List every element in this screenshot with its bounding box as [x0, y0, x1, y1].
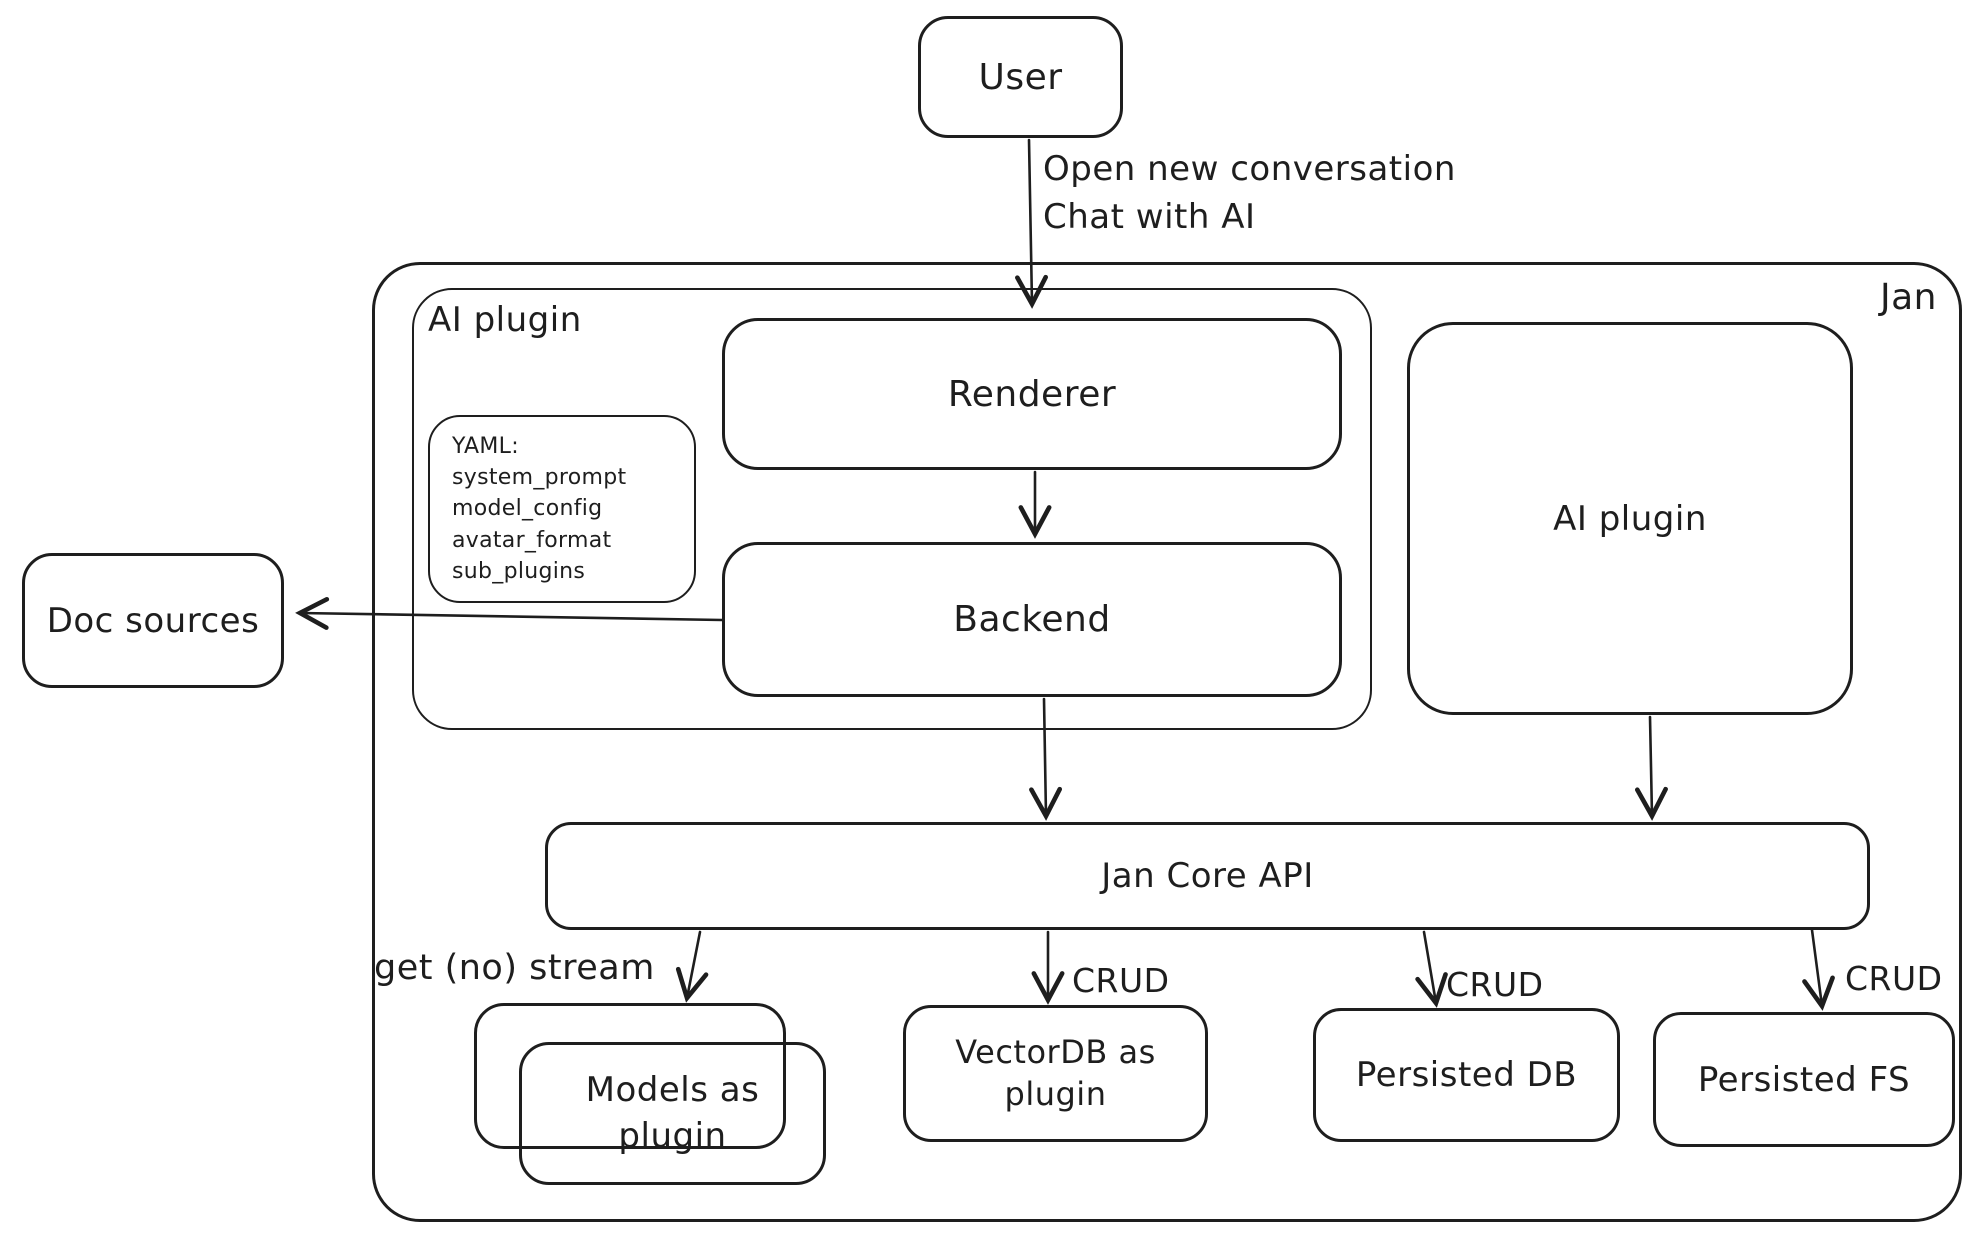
jan-container-label: Jan: [1880, 277, 1937, 318]
edge-label-crud-persisted-db: CRUD: [1446, 965, 1544, 1004]
backend-node-label: Backend: [953, 599, 1111, 640]
models-plugin-label: Models as plugin: [585, 1069, 760, 1156]
ai-plugin-right-node: AI plugin: [1407, 322, 1853, 715]
user-node: User: [918, 16, 1123, 138]
persisted-fs-node: Persisted FS: [1653, 1012, 1955, 1147]
models-plugin-node: Models as plugin: [519, 1042, 826, 1185]
yaml-line-avatar-format: avatar_format: [452, 527, 612, 553]
edge-label-get-no-stream: get (no) stream: [374, 948, 655, 988]
vectordb-plugin-node: VectorDB as plugin: [903, 1005, 1208, 1142]
doc-sources-label: Doc sources: [46, 600, 260, 641]
yaml-line-system-prompt: system_prompt: [452, 465, 627, 491]
jan-core-api-node: Jan Core API: [545, 822, 1870, 930]
models-plugin-back-box: [474, 1003, 786, 1149]
yaml-note-box: YAML: system_prompt model_config avatar_…: [428, 415, 696, 603]
vectordb-plugin-label: VectorDB as plugin: [955, 1032, 1156, 1113]
edge-label-crud-vectordb: CRUD: [1072, 961, 1170, 1000]
yaml-line-sub-plugins: sub_plugins: [452, 558, 586, 584]
backend-node: Backend: [722, 542, 1342, 697]
persisted-db-node: Persisted DB: [1313, 1008, 1620, 1142]
ai-plugin-group-label: AI plugin: [428, 300, 582, 340]
edge-label-user-to-renderer: Open new conversation Chat with AI: [1043, 149, 1456, 237]
ai-plugin-right-label: AI plugin: [1553, 498, 1707, 539]
doc-sources-node: Doc sources: [22, 553, 284, 688]
yaml-line-model-config: model_config: [452, 496, 603, 522]
yaml-line-title: YAML:: [452, 434, 519, 459]
persisted-db-label: Persisted DB: [1355, 1055, 1578, 1095]
edge-label-crud-persisted-fs: CRUD: [1845, 959, 1943, 998]
renderer-node-label: Renderer: [947, 373, 1117, 415]
persisted-fs-label: Persisted FS: [1697, 1059, 1911, 1100]
user-node-label: User: [978, 56, 1063, 98]
renderer-node: Renderer: [722, 318, 1342, 470]
jan-core-api-label: Jan Core API: [1101, 856, 1314, 896]
